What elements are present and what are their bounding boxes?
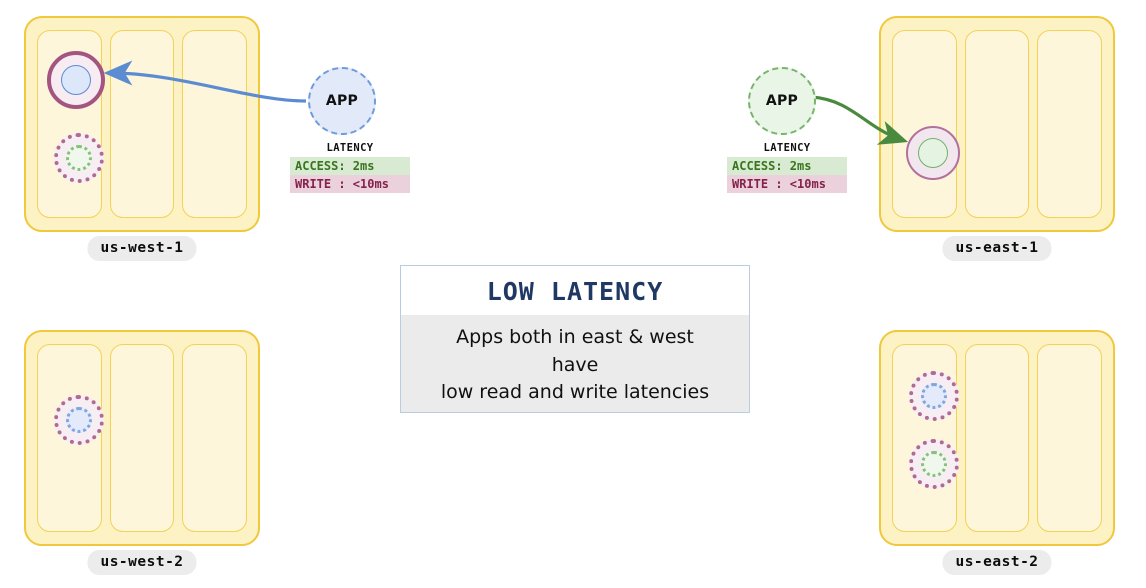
zone-c — [1037, 30, 1103, 218]
app-bubble-west[interactable]: APP — [308, 67, 376, 135]
zone-c — [182, 344, 248, 532]
latency-write-row: WRITE : <10ms — [727, 175, 847, 193]
low-latency-callout: LOW LATENCY Apps both in east & west hav… — [400, 265, 750, 413]
latency-title: LATENCY — [326, 142, 374, 154]
node-core — [66, 145, 92, 171]
node-follower-replica-green[interactable] — [909, 439, 959, 489]
callout-line-1: Apps both in east & west — [456, 326, 694, 348]
app-label: APP — [325, 93, 359, 109]
zone-b — [964, 30, 1030, 218]
region-box — [24, 330, 260, 546]
node-core — [918, 138, 948, 168]
latency-panel-west: LATENCY ACCESS: 2ms WRITE : <10ms — [290, 142, 410, 193]
region-us-east-1[interactable]: us-east-1 — [879, 16, 1115, 262]
callout-title: LOW LATENCY — [401, 266, 749, 315]
node-core — [921, 383, 947, 409]
zone-a — [892, 344, 959, 532]
region-label-us-west-1: us-west-1 — [87, 236, 197, 261]
region-us-west-2[interactable]: us-west-2 — [24, 330, 260, 576]
zone-a — [37, 30, 105, 218]
latency-title: LATENCY — [763, 142, 811, 154]
latency-panel-east: LATENCY ACCESS: 2ms WRITE : <10ms — [727, 142, 847, 193]
node-core — [921, 451, 947, 477]
node-core — [61, 65, 91, 95]
latency-access-row: ACCESS: 2ms — [727, 157, 847, 175]
region-label-us-east-1: us-east-1 — [942, 236, 1052, 261]
region-label-us-east-2: us-east-2 — [942, 550, 1052, 575]
region-us-east-2[interactable]: us-east-2 — [879, 330, 1115, 576]
callout-line-3: low read and write latencies — [440, 381, 710, 404]
zone-c — [1037, 344, 1103, 532]
zone-a — [892, 30, 960, 218]
node-follower-replica-blue[interactable] — [54, 395, 104, 445]
zone-b — [964, 344, 1030, 532]
arrow-app-west-to-leader — [103, 60, 307, 103]
node-follower-replica-blue[interactable] — [909, 371, 959, 421]
zone-a — [37, 344, 104, 532]
zone-b — [109, 344, 175, 532]
node-follower-replica-green[interactable] — [54, 133, 104, 183]
node-leader-replica-blue[interactable] — [47, 51, 105, 109]
region-box — [879, 330, 1115, 546]
app-bubble-east[interactable]: APP — [748, 67, 816, 135]
region-box — [879, 16, 1115, 232]
latency-write-row: WRITE : <10ms — [290, 175, 410, 193]
node-core — [66, 407, 92, 433]
callout-line-2: have — [551, 353, 599, 376]
region-us-west-1[interactable]: us-west-1 — [24, 16, 260, 262]
zone-c — [182, 30, 248, 218]
region-label-us-west-2: us-west-2 — [87, 550, 197, 575]
app-label: APP — [765, 93, 799, 109]
latency-access-row: ACCESS: 2ms — [290, 157, 410, 175]
node-leader-replica-green[interactable] — [906, 126, 960, 180]
callout-body: Apps both in east & west have low read a… — [401, 315, 749, 419]
arrow-app-east-to-leader — [811, 95, 909, 145]
